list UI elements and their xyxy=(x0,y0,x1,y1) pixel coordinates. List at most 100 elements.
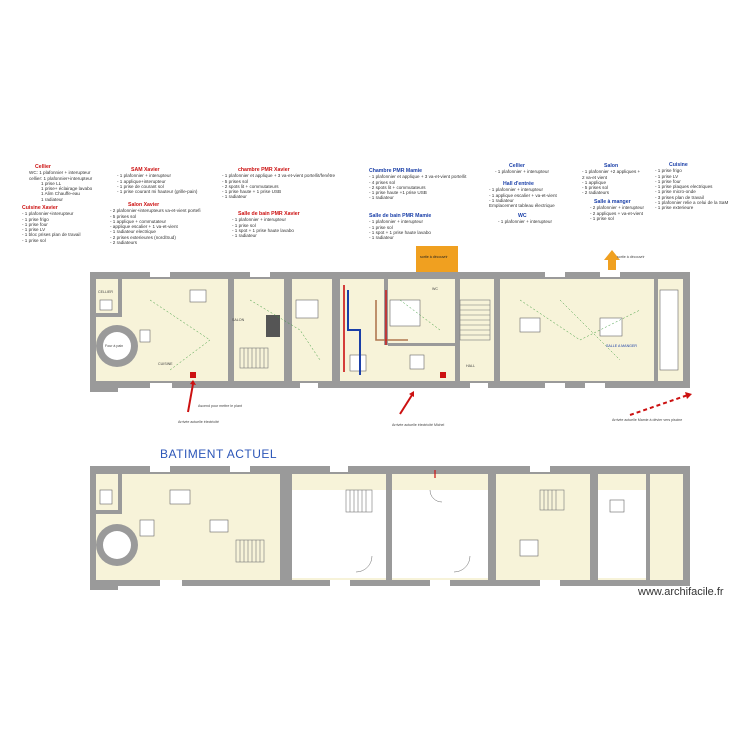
room-label-cellier: CELLIER xyxy=(98,290,113,294)
note-line: - 1 radiateur xyxy=(232,233,257,239)
note-line: 2 va-et vient xyxy=(582,174,608,180)
window xyxy=(160,580,182,586)
note-line: - 2 plafonnier + interupteur xyxy=(590,205,645,211)
note-wc: WC - 1 plafonnier + interupteur xyxy=(498,213,553,225)
note-title: Cuisine Xavier xyxy=(22,205,58,211)
note-line: - 1 prise four xyxy=(655,178,681,184)
window xyxy=(540,580,560,586)
note-line: - 1 spot + 1 prise haute lavabo xyxy=(232,227,294,233)
note-line: - 1 prise four xyxy=(22,221,48,227)
note-line: - 1 plafonnier + interupteur xyxy=(232,217,287,223)
note-line: - 1 plafonnier + interupteur xyxy=(489,187,544,193)
wall xyxy=(118,474,122,514)
window xyxy=(150,466,170,472)
note-line: - 1 spot + 1 prise haute lavabo xyxy=(369,229,431,235)
stairs xyxy=(235,489,565,563)
note-line: Emplacement tableau électrique xyxy=(489,203,555,209)
note-sdb-pmr-mamie: Salle de bain PMR Mamie - 1 plafonnier +… xyxy=(369,213,432,240)
fireplace xyxy=(266,315,280,337)
window xyxy=(585,383,605,388)
note-line: - 1 applique xyxy=(582,179,607,185)
note-line: - 1 prise frigo xyxy=(655,168,682,174)
arrow-head xyxy=(685,392,692,399)
note-title: Salle de bain PMR Mamie xyxy=(369,213,432,219)
note-line: - 1 radiateur xyxy=(369,195,394,201)
arrow-head xyxy=(409,391,414,397)
arrow-arrivee-michel xyxy=(399,394,413,415)
note-title: Cuisine xyxy=(669,162,688,168)
note-line: 1 prise+ éclairage lavabo xyxy=(41,186,93,192)
electric-lines xyxy=(149,299,641,371)
note-line: - 2 radiateurs xyxy=(582,190,610,196)
wall xyxy=(388,343,455,346)
note-line: - 2 prises exterieures (nord/Sud) xyxy=(110,234,176,240)
wall xyxy=(332,279,340,381)
note-line: - 1 bloc prises plan de travail xyxy=(22,232,81,238)
note-line: - 1 plafonnier+interupteur xyxy=(22,211,74,217)
note-line: - 1 prise sol xyxy=(369,224,393,230)
note-line: - 1 plafonnier + interupteur xyxy=(495,169,550,175)
room-white xyxy=(392,490,488,578)
furniture xyxy=(99,489,625,557)
wall xyxy=(96,313,122,317)
note-hall: Hall d'entrée - 1 plafonnier + interupte… xyxy=(489,181,557,209)
note-line: - 2 plafonnier+interupteurs va-et-vient … xyxy=(110,208,201,214)
arrow-arrivee xyxy=(187,383,194,413)
note-line: - 1 plafonnier et applique + 3 va-et-vie… xyxy=(369,174,467,180)
note-line: - 1 plafonnier + interupteur xyxy=(498,219,553,225)
note-line: - 5 prises sol xyxy=(582,185,609,191)
note-line: - 1 prise haute + 1 prise USB xyxy=(222,189,282,195)
note-salon: Salon - 1 plafonnier +2 appliques + 2 va… xyxy=(582,163,640,196)
wall xyxy=(284,279,292,381)
note-line: - 1 applique + commutateur xyxy=(110,218,167,224)
note-line: - 1 prise LV xyxy=(22,227,46,233)
note-chambre-pmr-mamie: Chambre PMR Mamie - 1 plafonnier et appl… xyxy=(369,168,467,201)
note-line: - 1 prise frigo xyxy=(22,216,49,222)
pied-plan-label: Ascend pour mettre le plant xyxy=(198,404,242,408)
note-line: - applique escalier + 1 va-et-vient xyxy=(110,224,178,230)
wall xyxy=(455,279,460,381)
floor xyxy=(96,279,683,381)
window xyxy=(230,466,250,472)
window xyxy=(430,580,450,586)
note-line: - 1 radiateur electrique xyxy=(110,229,156,235)
note-line: - 1 radiateur xyxy=(489,197,514,203)
note-cellier: Cellier WC: 1 plafonnier + interupteur c… xyxy=(29,164,93,202)
note-line: cellier: 1 plafonnier+interupteur xyxy=(29,175,93,181)
window xyxy=(150,272,170,277)
wall xyxy=(228,279,234,381)
arrow-mamie xyxy=(629,394,689,416)
note-cuisine: Cuisine - 1 prise frigo - 1 prise LV - 1… xyxy=(655,162,728,211)
watermark[interactable]: www.archifacile.fr xyxy=(638,586,724,598)
note-line: - 1 prise plaques electriques xyxy=(655,184,713,190)
marker xyxy=(190,372,196,378)
note-sam: Salle à manger - 2 plafonnier + interupt… xyxy=(590,199,645,221)
note-line: 1 Alim Chauffe-eau xyxy=(41,191,80,197)
note-line: - 3 prises plan de travail xyxy=(655,194,704,200)
arrow-label: sortie à découvrir xyxy=(617,255,645,259)
wall xyxy=(488,474,496,580)
note-title: Salle de bain PMR Xavier xyxy=(238,211,300,217)
note-line: - 1 prise sol xyxy=(22,237,46,243)
turret-label: Four à pain xyxy=(105,344,124,348)
note-line: - 1 prise sol xyxy=(232,222,256,228)
pipe-blue xyxy=(347,290,361,375)
room-label-hall: HALL xyxy=(466,364,475,368)
window xyxy=(530,466,550,472)
note-line: 1 prise LL xyxy=(41,180,62,186)
window xyxy=(470,383,488,388)
note-line: - 5 prises sol xyxy=(222,178,249,184)
note-line: - 4 prises sol xyxy=(369,179,396,185)
note-line: - 1 plafonnier et applique + 3 va-et-vie… xyxy=(222,173,335,179)
arrow-up-icon xyxy=(604,250,620,270)
window xyxy=(150,383,172,388)
window xyxy=(600,272,620,277)
window xyxy=(545,272,565,277)
note-title: Cellier xyxy=(35,164,51,170)
window xyxy=(330,466,348,472)
wall xyxy=(280,474,292,580)
note-line: - 2 appliques + va-et-vient xyxy=(590,210,643,216)
note-title: WC xyxy=(518,213,527,219)
note-line: - 2 spots lit + commutateurs xyxy=(222,183,279,189)
